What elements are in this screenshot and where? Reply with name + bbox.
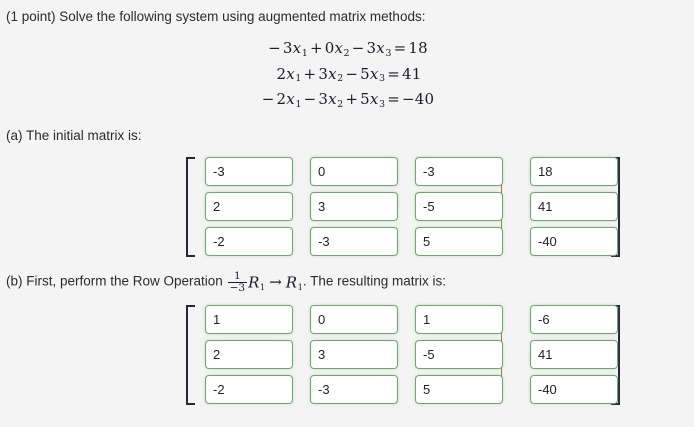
equation-1-coef-2: 0: [324, 39, 335, 57]
matrix-a-cell-r3c4[interactable]: [530, 227, 618, 256]
equation-2-sign-2: +: [303, 64, 317, 83]
matrix-a-cell-r2c2[interactable]: [310, 192, 398, 221]
row-operation-expression: 1 −3 R1→R1: [227, 270, 303, 296]
row-operation-fraction: 1 −3: [227, 270, 248, 295]
equation-3-sign-1: −: [261, 90, 275, 109]
equation-3-coef-3: 5: [360, 90, 370, 109]
matrix-b-cell-r3c1[interactable]: [205, 375, 293, 404]
equation-1-coef-1: 3: [282, 39, 293, 57]
matrix-b-cell-r2c2[interactable]: [310, 340, 398, 369]
matrix-a-cell-r1c2[interactable]: [310, 157, 398, 186]
matrix-b-cell-r2c3[interactable]: [415, 340, 503, 369]
matrix-b-left-bracket: [186, 305, 195, 405]
part-b-label: (b) First, perform the Row Operation 1 −…: [6, 270, 446, 296]
equation-3-coef-1: 2: [276, 90, 287, 109]
matrix-a-cell-r2c3[interactable]: [415, 192, 503, 221]
part-b-label-before: (b) First, perform the Row Operation: [6, 273, 223, 289]
equation-1-sub-2: 2: [343, 47, 350, 59]
matrix-a-cell-r2c1[interactable]: [205, 192, 293, 221]
matrix-b-cell-r3c2[interactable]: [310, 375, 398, 404]
equation-3-rhs: −40: [402, 90, 435, 109]
matrix-a-cell-r3c3[interactable]: [415, 227, 503, 256]
part-a-label: (a) The initial matrix is:: [6, 128, 142, 143]
equation-1-sub-1: 1: [301, 47, 308, 59]
row-operation-numerator: 1: [233, 270, 241, 282]
equation-1-rhs: 18: [408, 39, 428, 57]
matrix-a-cell-r1c1[interactable]: [205, 157, 293, 186]
row-operation-target-sub: 1: [297, 281, 303, 292]
equation-3-var-2: x: [328, 90, 337, 109]
matrix-a-cell-r3c2[interactable]: [310, 227, 398, 256]
equation-system: −3x1+0x2−3x3=18 2x1+3x2−5x3=41 −2x1−3x2+…: [0, 38, 694, 115]
equation-3-var-3: x: [369, 90, 379, 109]
row-operation-target-row: R: [285, 273, 298, 292]
row-operation-arrow-icon: →: [269, 273, 282, 292]
equation-1-sign-1: −: [268, 39, 281, 57]
matrix-a-left-bracket: [186, 157, 195, 257]
equation-2-sub-1: 1: [295, 73, 302, 85]
equation-3-coef-2: 3: [318, 90, 329, 109]
page-title: (1 point) Solve the following system usi…: [6, 9, 426, 24]
equation-1-coef-3: 3: [366, 39, 377, 57]
equation-2-sign-3: −: [345, 64, 359, 83]
matrix-b-cell-r2c1[interactable]: [205, 340, 293, 369]
row-operation-source-sub: 1: [259, 281, 266, 292]
equation-1-var-1: x: [292, 39, 302, 57]
equation-3-sub-2: 2: [337, 98, 344, 110]
equation-line-3: −2x1−3x2+5x3=−40: [0, 89, 694, 115]
equation-1-var-3: x: [376, 39, 385, 57]
part-b-label-after: . The resulting matrix is:: [302, 273, 446, 289]
equation-1-sub-3: 3: [385, 47, 392, 59]
matrix-b-cell-r1c2[interactable]: [310, 305, 398, 334]
matrix-b-cell-r1c3[interactable]: [415, 305, 503, 334]
equation-2-var-3: x: [369, 64, 379, 83]
equation-1-var-2: x: [334, 39, 344, 57]
equation-3-equals: =: [387, 90, 400, 109]
row-operation-denominator: −3: [227, 282, 248, 295]
matrix-b-cell-r2c4[interactable]: [530, 340, 618, 369]
equation-3-sub-3: 3: [379, 98, 386, 110]
matrix-b-cell-r3c4[interactable]: [530, 375, 618, 404]
matrix-a-cell-r1c4[interactable]: [530, 157, 618, 186]
equation-line-1: −3x1+0x2−3x3=18: [0, 38, 694, 64]
matrix-a-cell-r1c3[interactable]: [415, 157, 503, 186]
matrix-a-cell-r3c1[interactable]: [205, 227, 293, 256]
equation-line-2: 2x1+3x2−5x3=41: [0, 64, 694, 90]
equation-2-coef-3: 5: [360, 64, 370, 83]
equation-1-sign-2: +: [309, 39, 323, 57]
equation-2-coef-1: 2: [276, 64, 287, 83]
equation-2-sub-2: 2: [337, 73, 344, 85]
equation-2-coef-2: 3: [318, 64, 329, 83]
equation-2-equals: =: [387, 64, 400, 83]
equation-1-sign-3: −: [351, 39, 365, 57]
equation-2-var-1: x: [286, 64, 295, 83]
row-operation-source-row: R: [248, 273, 260, 292]
equation-3-sign-2: −: [303, 90, 317, 109]
equation-3-sign-3: +: [345, 90, 359, 109]
equation-3-sub-1: 1: [295, 98, 302, 110]
equation-2-var-2: x: [328, 64, 337, 83]
matrix-a-cell-r2c4[interactable]: [530, 192, 618, 221]
equation-2-sub-3: 3: [379, 73, 386, 85]
equation-3-var-1: x: [286, 90, 295, 109]
equation-1-equals: =: [393, 39, 407, 57]
equation-2-rhs: 41: [401, 64, 422, 83]
matrix-b-cell-r1c1[interactable]: [205, 305, 293, 334]
matrix-b-cell-r1c4[interactable]: [530, 305, 618, 334]
matrix-b-cell-r3c3[interactable]: [415, 375, 503, 404]
